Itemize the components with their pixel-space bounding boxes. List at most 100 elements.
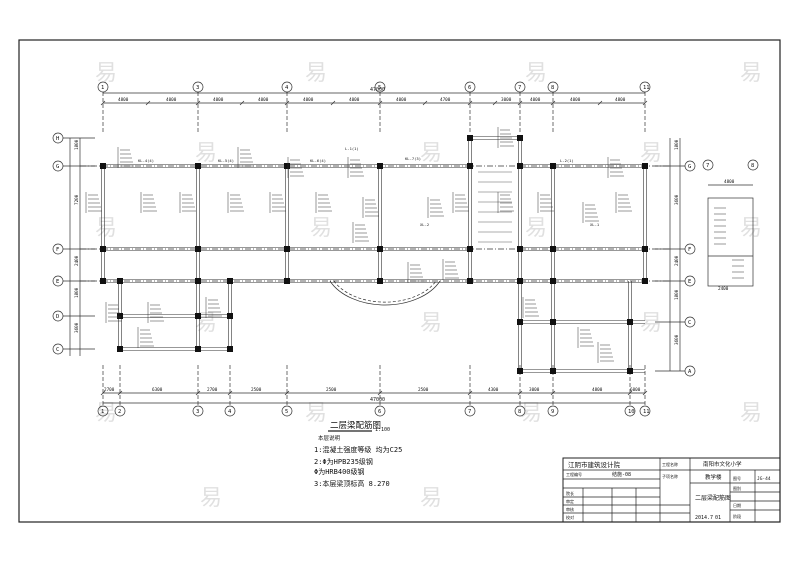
axis-label-top: 5: [378, 85, 381, 91]
note-line-4: 3:本层梁顶标高 8.270: [314, 479, 390, 488]
dim-text-bottom-bay: 2500: [326, 387, 337, 393]
axis-label-top: 11: [643, 85, 650, 91]
dim-text-left: 2400: [74, 255, 80, 266]
axis-label-top: 7: [518, 85, 521, 91]
axis-label-left: C: [56, 347, 59, 353]
watermark-glyph: 易: [305, 61, 327, 86]
title-block-date: 2014.7: [695, 515, 713, 521]
column: [642, 278, 648, 284]
axis-bubble-top: [464, 81, 476, 93]
column: [284, 246, 290, 252]
dim-text-right: 1800: [674, 289, 680, 300]
plan-title: 二层梁配筋图: [330, 420, 381, 431]
axis-label-right: F: [688, 247, 691, 253]
watermark-glyph: 易: [740, 61, 762, 86]
rebar-annotation: [362, 197, 379, 218]
rebar-annotation: [105, 302, 122, 323]
axis-label-right: C: [688, 320, 691, 326]
title-block-row-1: 院长: [566, 490, 574, 496]
axis-bubble-bottom: [514, 405, 526, 417]
dim-text-top-bay: 4700: [440, 97, 451, 103]
rebar-annotation: [352, 222, 369, 243]
dim-text-bottom-bay: 2500: [251, 387, 262, 393]
column: [117, 313, 123, 319]
column: [467, 135, 473, 141]
title-block-label-project: 工程名称: [662, 461, 678, 467]
dim-tick: [195, 100, 201, 106]
rebar-annotation: [577, 327, 594, 348]
title-block-row-2: 审定: [566, 498, 574, 504]
axis-label-left: D: [56, 314, 59, 320]
dim-text-bottom-bay: 6300: [152, 387, 163, 393]
axis-bubble-top: [514, 81, 526, 93]
rebar-annotation: [442, 259, 459, 280]
title-block-label-number: 工程编号: [566, 471, 582, 477]
dim-text-top-bay: 4000: [258, 97, 269, 103]
rebar-annotation: [615, 192, 632, 213]
dim-tick: [550, 100, 556, 106]
watermark-glyph: 易: [525, 61, 547, 86]
title-block: [562, 457, 781, 523]
note-line-2: 2:Φ为HPB235级钢: [314, 457, 373, 466]
dim-tick: [597, 100, 603, 106]
rebar-annotation: [607, 157, 624, 178]
watermark-glyph: 易: [525, 216, 547, 241]
dim-tick: [422, 100, 428, 106]
dim-text-left: 3600: [74, 322, 80, 333]
axis-bubble-top: [639, 81, 651, 93]
title-block-label-drawing-no: 图号: [733, 475, 741, 481]
column: [550, 163, 556, 169]
axis-label-top: 1: [101, 85, 104, 91]
watermark-glyph: 易: [420, 311, 442, 336]
column: [467, 246, 473, 252]
axis-label-detail: 8: [751, 163, 754, 169]
watermark-glyph: 易: [740, 401, 762, 426]
dim-text-bottom-bay: 4800: [592, 387, 603, 393]
dim-text-overall-bottom: 47000: [370, 397, 385, 403]
beam-label: KL-7(3): [405, 156, 421, 161]
rebar-annotation: [452, 192, 469, 213]
watermark-glyph: 易: [200, 486, 222, 511]
axis-bubble-bottom: [374, 405, 386, 417]
axis-label-bottom: 4: [228, 409, 232, 415]
detail-frame: [707, 197, 754, 287]
axis-label-bottom: 7: [468, 409, 471, 415]
axis-label-bottom: 6: [378, 409, 381, 415]
axis-label-bottom: 1: [101, 409, 104, 415]
axis-bubble-bottom: [192, 405, 204, 417]
dim-text-bottom-bay: 4300: [488, 387, 499, 393]
axis-bubble-top: [281, 81, 293, 93]
column: [195, 346, 201, 352]
column: [117, 278, 123, 284]
dim-tick: [100, 100, 106, 106]
rebar-annotation: [347, 157, 364, 178]
column: [117, 346, 123, 352]
column: [227, 313, 233, 319]
dim-text-overall-top: 47000: [370, 87, 385, 93]
dim-tick: [284, 100, 290, 106]
column: [227, 278, 233, 284]
dim-tick: [492, 100, 498, 106]
beam-label: XL-1: [590, 222, 600, 227]
plan-scale: 1:100: [375, 427, 390, 433]
rebar-annotation: [427, 197, 444, 218]
beam-label: L-2(1): [560, 158, 574, 163]
title-block-label-date: 日期: [733, 502, 741, 508]
dim-text-bottom-bay: 3000: [529, 387, 540, 393]
title-block-label-category: 图别: [733, 485, 741, 491]
axis-label-left: F: [56, 247, 59, 253]
rebar-annotation: [269, 192, 286, 213]
axis-label-detail: 7: [706, 163, 709, 169]
column: [517, 135, 523, 141]
column: [377, 163, 383, 169]
dim-text-top-bay: 4000: [166, 97, 177, 103]
column: [642, 246, 648, 252]
rebar-annotation: [537, 192, 554, 213]
dim-text-top-bay: 4800: [615, 97, 626, 103]
dim-text-top-bay: 3000: [501, 97, 512, 103]
note-line-1: 1:混凝土强度等级 均为C25: [314, 445, 402, 454]
column: [284, 163, 290, 169]
column: [195, 278, 201, 284]
